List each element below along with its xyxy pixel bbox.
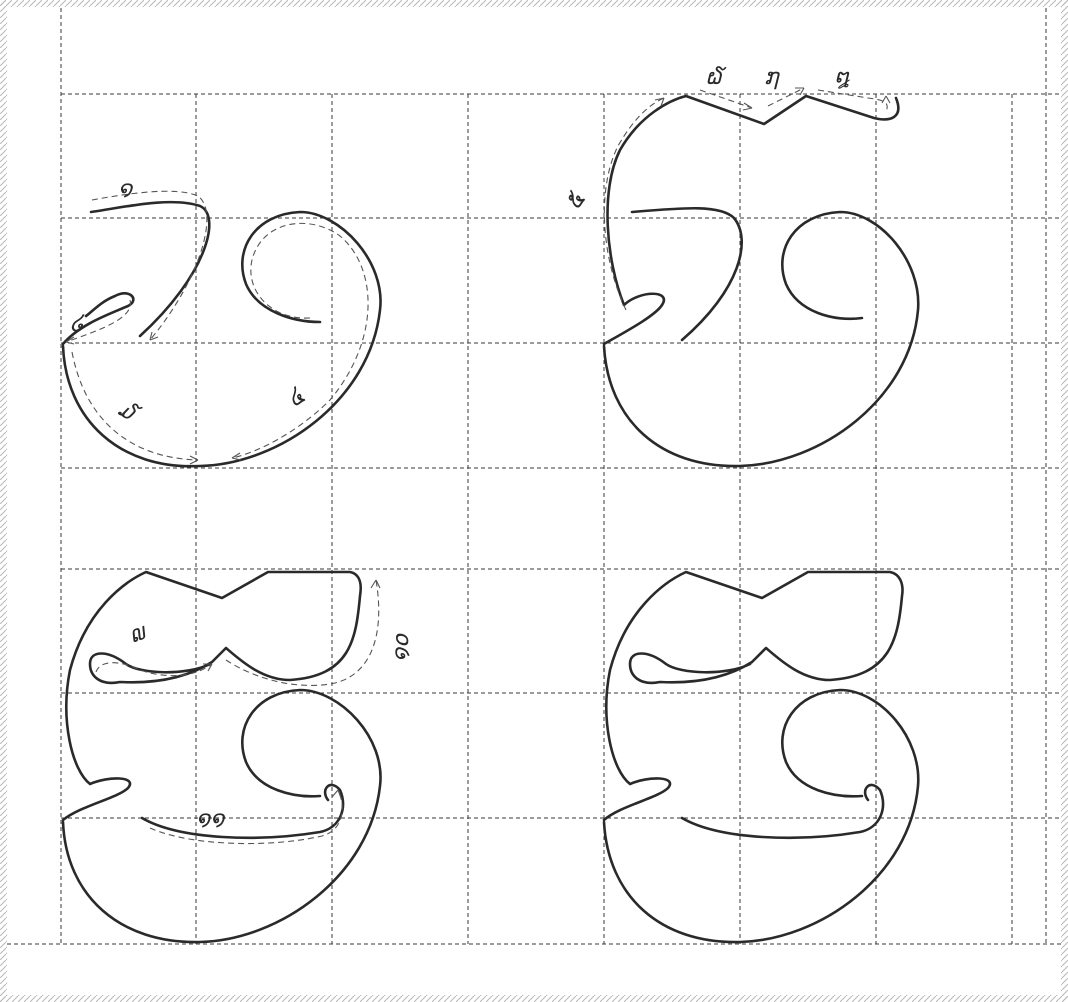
step-label-9: ໙: [126, 619, 151, 648]
panel-step-9-11: ໙ ໑໐ ໑໑: [63, 572, 414, 942]
guide-1: [92, 191, 207, 340]
step-label-6: ໖: [706, 65, 727, 90]
outer-stroke: [604, 96, 898, 344]
step-label-4: ໔: [282, 383, 310, 412]
step-label-5: ໕: [561, 187, 590, 212]
step-label-3: ໓: [114, 397, 144, 429]
practice-grid: [7, 8, 1061, 944]
stroke-3-4: [63, 212, 381, 466]
stroke-1: [91, 202, 209, 336]
step-label-10: ໑໐: [389, 633, 414, 662]
step-label-8: ໘: [834, 65, 850, 90]
panel-complete-letter: [604, 572, 918, 942]
step-label-11: ໑໑: [196, 807, 226, 832]
step-label-1: ໑: [118, 177, 134, 202]
step-label-7: ໗: [764, 65, 781, 90]
guide-4: [232, 223, 368, 458]
step-label-2: ໒: [70, 311, 85, 336]
panel-step-1-4: ໑ ໒ ໓ ໔: [63, 177, 381, 466]
